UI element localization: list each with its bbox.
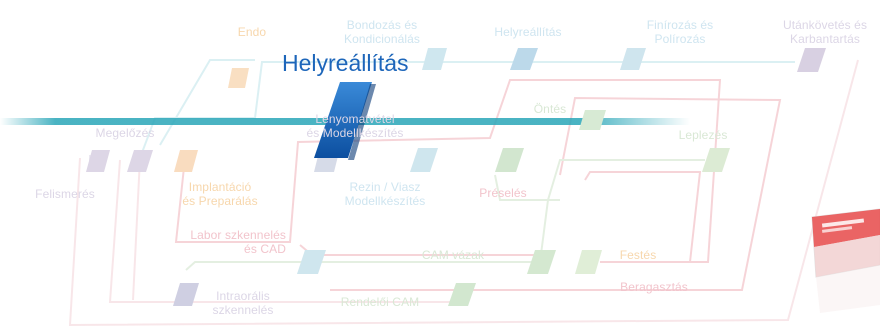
label-felismeres: Felismerés [35,187,95,201]
node-preseles [495,148,524,172]
node-rendeloi [448,283,476,306]
node-labor [297,250,326,274]
node-implantacio [174,150,198,172]
node-leplezes [702,148,730,172]
label-preseles: Préselés [479,186,527,200]
node-festes [575,250,602,274]
label-helyreallitas-top: Helyreállítás [494,25,562,39]
highlight-label: Helyreállítás [282,50,409,76]
node-helyreallitas-highlight [314,82,372,158]
node-rezin [410,148,438,172]
node-ontes [579,110,606,130]
label-leplezes: Leplezés [678,128,728,142]
label-intraoralis: Intraorális szkennelés [212,289,274,317]
label-bondozas: Bondozás és Kondicionálás [343,18,421,46]
node-helyreallitas-top [510,48,538,70]
node-felismeres [86,150,110,172]
node-endo [228,68,249,88]
node-finirozas [620,48,646,70]
label-rendeloi-cam: Rendelői CAM [340,295,420,309]
label-ontes: Öntés [533,102,567,116]
label-endo: Endo [237,25,267,39]
node-utankovetes [797,48,826,72]
node-bondozas [422,48,447,70]
label-lenyomat: Lenyomatvétel és Modellkészítés [306,112,404,140]
label-megelozes: Megelőzés [95,126,155,140]
node-intraoralis [173,283,199,306]
label-utankovetes: Utánkövetés és Karbantartás [782,18,868,46]
label-finirozas: Finírozás és Polírozás [646,18,714,46]
step-nodes [86,48,826,306]
label-implantacio: Implantáció és Preparálás [182,180,258,208]
label-rezin: Rezin / Viasz Modellkészítés [344,180,426,208]
label-cam-vazak: CAM vázak [421,248,485,262]
label-beragasztas: Beragasztás [620,280,688,294]
node-shadow [348,84,376,160]
node-cam [527,250,556,274]
node-megelozes [127,150,153,172]
label-labor: Labor szkennelés és CAD [190,228,286,256]
label-festes: Festés [619,248,657,262]
product-box-image [811,208,880,313]
